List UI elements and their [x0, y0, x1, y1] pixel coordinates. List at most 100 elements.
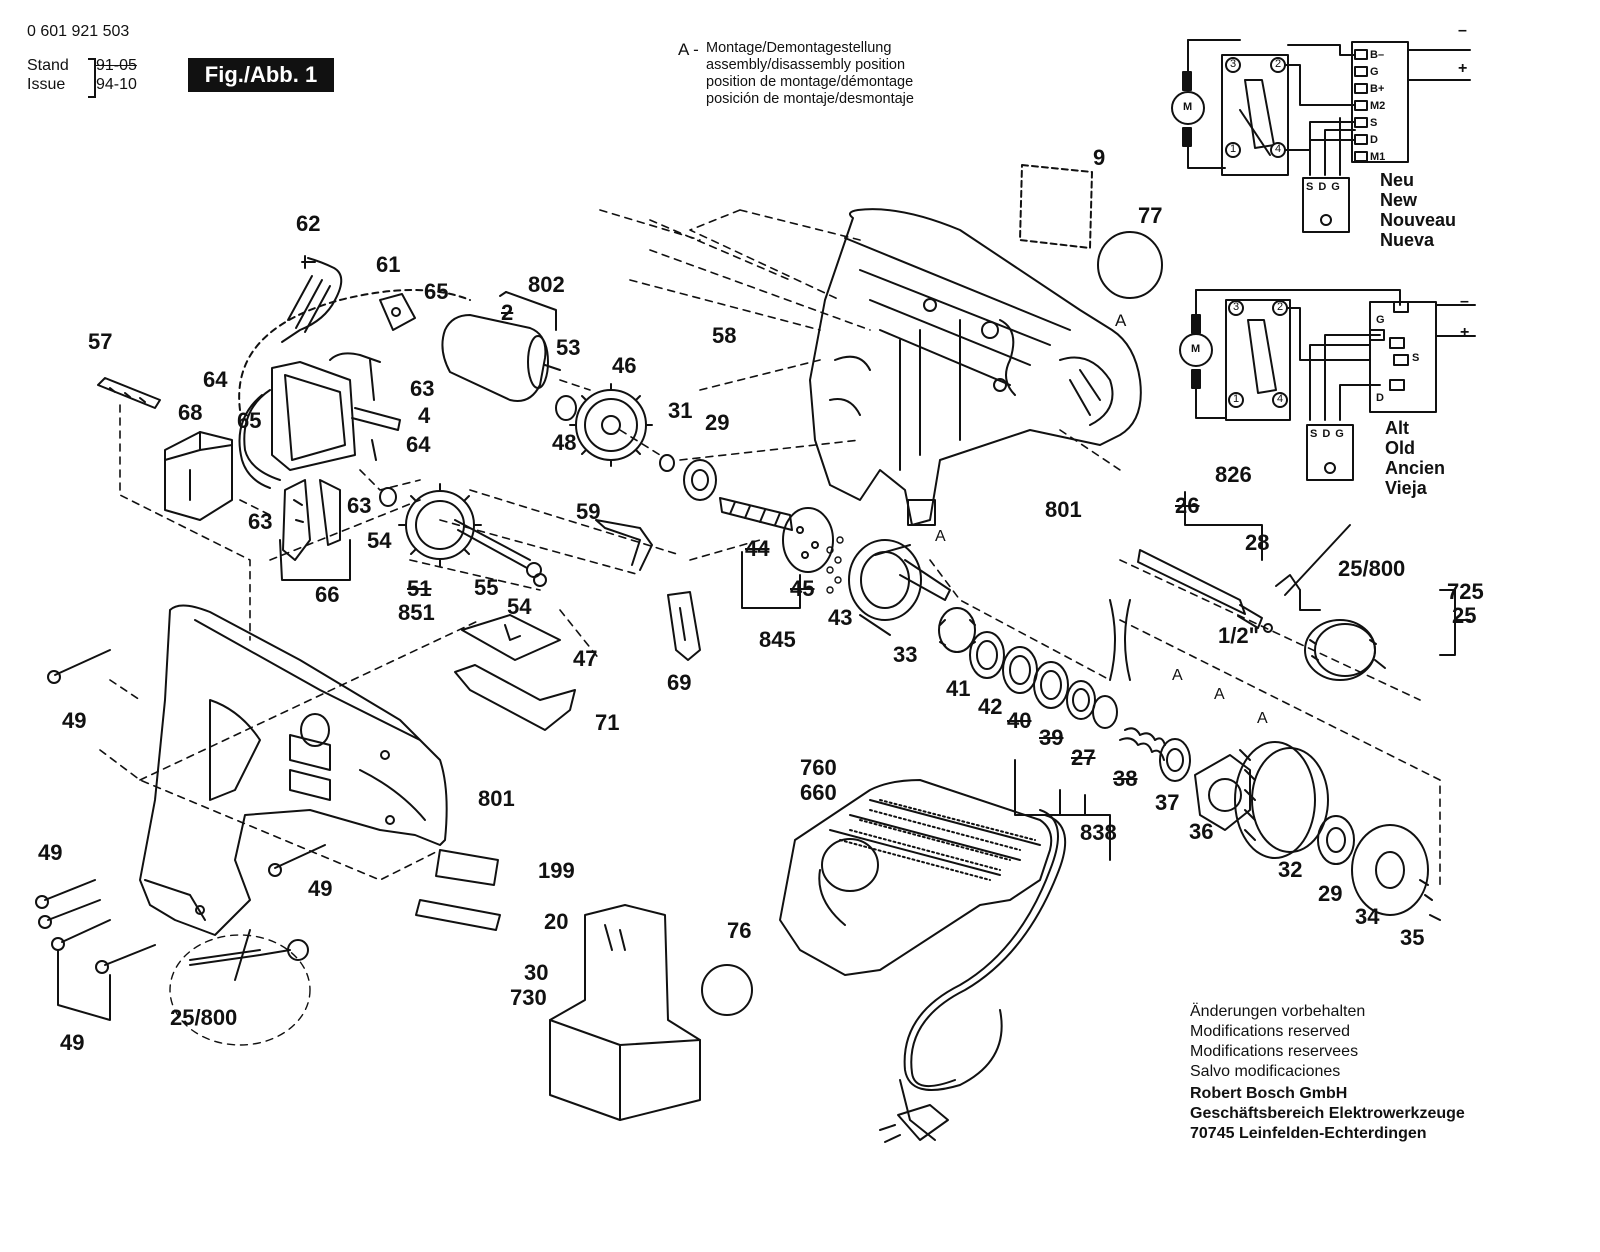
label-30: 30 — [524, 960, 549, 985]
label-660: 660 — [800, 780, 837, 805]
issue-label: Issue — [27, 76, 66, 93]
label-801b: 801 — [478, 786, 515, 811]
label-half-inch: 1/2" — [1218, 623, 1260, 648]
new-circle-1: 1 — [1230, 143, 1237, 155]
old-terminal-d: D — [1376, 392, 1384, 404]
washer-54a — [379, 487, 397, 507]
terminal: G — [1370, 66, 1379, 78]
label-A-36: A — [1214, 686, 1225, 703]
label-A-37: A — [1172, 667, 1183, 684]
ring-31 — [659, 454, 675, 472]
issue-value: 94-10 — [96, 76, 137, 93]
block-part — [164, 431, 233, 521]
label-725: 725 — [1447, 579, 1484, 604]
label-41: 41 — [946, 676, 971, 701]
label-65: 65 — [424, 279, 449, 304]
label-42: 42 — [978, 694, 1003, 719]
old-circle-2: 2 — [1277, 301, 1284, 313]
stand-value: 91-05 — [96, 57, 137, 74]
label-29b: 29 — [1318, 881, 1343, 906]
label-826: 826 — [1215, 462, 1252, 487]
label-57: 57 — [88, 329, 113, 354]
clip-69 — [667, 591, 701, 661]
company-line: 70745 Leinfelden-Echterdingen — [1190, 1125, 1427, 1142]
label-851: 851 — [398, 600, 435, 625]
label-48: 48 — [552, 430, 577, 455]
legend-line: Montage/Demontagestellung — [706, 40, 892, 56]
disc-part — [1097, 231, 1163, 299]
old-circle-4: 4 — [1277, 393, 1284, 405]
label-20: 20 — [544, 909, 569, 934]
terminal: B– — [1370, 49, 1385, 61]
label-53: 53 — [556, 335, 581, 360]
label-802: 802 — [528, 272, 565, 297]
housing-left-half — [139, 604, 448, 936]
terminal: M1 — [1370, 151, 1386, 163]
label-760: 760 — [800, 755, 837, 780]
sdg-d: D — [1322, 428, 1334, 440]
balls-43 — [826, 536, 844, 594]
label-27: 27 — [1071, 745, 1096, 770]
label-40: 40 — [1007, 708, 1032, 733]
chuck-key-left — [169, 929, 311, 1046]
ball-55 — [533, 573, 547, 587]
handle-71 — [454, 664, 576, 731]
part-number: 0 601 921 503 — [27, 23, 130, 40]
label-36: 36 — [1189, 819, 1214, 844]
label-47: 47 — [573, 646, 598, 671]
label-39: 39 — [1039, 725, 1064, 750]
terminal: B+ — [1370, 83, 1385, 95]
old-terminal-s: S — [1412, 352, 1420, 364]
clutch-parts — [938, 607, 1441, 921]
terminal: S — [1370, 117, 1378, 129]
label-838: 838 — [1080, 820, 1117, 845]
label-63b: 63 — [248, 509, 273, 534]
old-title-line: Ancien — [1385, 458, 1446, 478]
label-64b: 64 — [406, 432, 431, 457]
label-730: 730 — [510, 985, 547, 1010]
new-title-line: Neu — [1380, 170, 1415, 190]
label-33: 33 — [893, 642, 918, 667]
battery-30 — [549, 904, 701, 1121]
assembly-marker: A - — [678, 40, 699, 59]
label-29: 29 — [705, 410, 730, 435]
new-title-line: Nueva — [1380, 230, 1435, 250]
label-845: 845 — [759, 627, 796, 652]
label-63: 63 — [410, 376, 435, 401]
footer-line: Modifications reserved — [1190, 1023, 1351, 1040]
label-9: 9 — [1093, 145, 1106, 170]
old-motor: M — [1191, 343, 1201, 355]
nameplate-part — [1019, 164, 1093, 249]
label-26: 26 — [1175, 493, 1200, 518]
label-49a: 49 — [62, 708, 87, 733]
spring-clip-59 — [595, 519, 653, 571]
footer-notes: Änderungen vorbehalten Modifications res… — [1190, 1002, 1365, 1082]
gear-51 — [398, 483, 542, 578]
label-54b: 54 — [507, 594, 532, 619]
old-terminal-g: G — [1376, 314, 1385, 326]
label-38: 38 — [1113, 766, 1138, 791]
chuck-assembly — [1137, 491, 1471, 681]
label-199: 199 — [538, 858, 575, 883]
footer-line: Salvo modificaciones — [1190, 1063, 1341, 1080]
company-line: Robert Bosch GmbH — [1190, 1085, 1348, 1102]
label-69: 69 — [667, 670, 692, 695]
new-title-line: New — [1380, 190, 1418, 210]
label-76: 76 — [727, 918, 752, 943]
old-title-line: Old — [1385, 438, 1415, 458]
label-55: 55 — [474, 575, 499, 600]
label-49c: 49 — [308, 876, 333, 901]
label-43: 43 — [828, 605, 853, 630]
screws-49 — [35, 649, 326, 1021]
sdg-d: D — [1318, 181, 1330, 193]
housing-right-half — [809, 208, 1142, 526]
label-28: 28 — [1245, 530, 1270, 555]
motor-switch-group — [238, 255, 561, 581]
label-35: 35 — [1400, 925, 1425, 950]
label-34: 34 — [1355, 904, 1380, 929]
label-A-32: A — [1257, 710, 1268, 727]
gear-housing-33 — [848, 539, 951, 636]
